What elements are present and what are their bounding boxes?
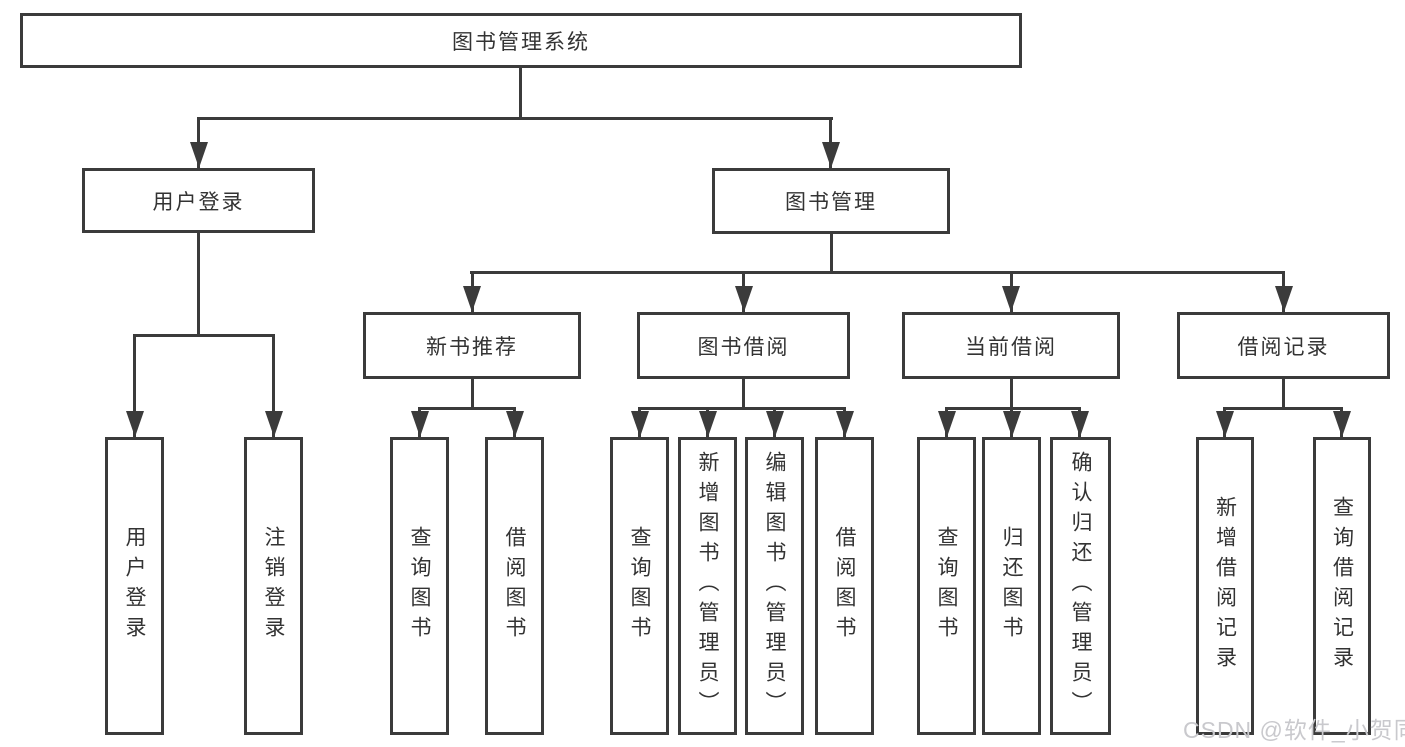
arrow-down-icon [734, 286, 753, 312]
connector-line [133, 334, 136, 437]
arrow-down-icon [1274, 286, 1293, 312]
node-borrowing-records: 借阅记录 [1177, 312, 1390, 379]
csdn-watermark: CSDN @软件_小贺同学 [1183, 717, 1405, 743]
arrow-down-icon [835, 411, 854, 437]
leaf-logout: 注销登录 [244, 437, 303, 735]
connector-line [418, 407, 516, 410]
arrow-down-icon [1002, 411, 1021, 437]
node-new-book-recommend: 新书推荐 [363, 312, 581, 379]
arrow-down-icon [410, 411, 429, 437]
leaf-borrow-books: 借阅图书 [815, 437, 874, 735]
leaf-add-borrow-record: 新增借阅记录 [1196, 437, 1254, 735]
leaf-borrow-books-recommend: 借阅图书 [485, 437, 544, 735]
arrow-down-icon [698, 411, 717, 437]
node-book-management: 图书管理 [712, 168, 950, 234]
arrow-down-icon [1070, 411, 1089, 437]
arrow-down-icon [765, 411, 784, 437]
connector-line [1223, 407, 1343, 410]
leaf-query-books-borrow: 查询图书 [610, 437, 669, 735]
node-root-library-system: 图书管理系统 [20, 13, 1022, 68]
leaf-edit-books-admin: 编辑图书（管理员） [745, 437, 804, 735]
connector-line [470, 271, 1285, 274]
leaf-query-borrow-record: 查询借阅记录 [1313, 437, 1371, 735]
connector-line [197, 117, 833, 120]
leaf-query-books-recommend: 查询图书 [390, 437, 449, 735]
connector-line [742, 379, 745, 410]
arrow-down-icon [821, 142, 840, 168]
arrow-down-icon [1215, 411, 1234, 437]
arrow-down-icon [189, 142, 208, 168]
leaf-user-login: 用户登录 [105, 437, 164, 735]
arrow-down-icon [630, 411, 649, 437]
arrow-down-icon [937, 411, 956, 437]
arrow-down-icon [264, 411, 283, 437]
leaf-query-books-current: 查询图书 [917, 437, 976, 735]
connector-line [945, 407, 1081, 410]
arrow-down-icon [1332, 411, 1351, 437]
node-user-login: 用户登录 [82, 168, 315, 233]
node-book-borrowing: 图书借阅 [637, 312, 850, 379]
arrow-down-icon [463, 286, 481, 312]
connector-line [519, 68, 522, 119]
leaf-add-books-admin: 新增图书（管理员） [678, 437, 737, 735]
connector-line [1282, 379, 1285, 410]
leaf-return-books: 归还图书 [982, 437, 1041, 735]
connector-line [638, 407, 846, 410]
arrow-down-icon [1002, 286, 1020, 312]
arrow-down-icon [505, 411, 524, 437]
connector-line [133, 334, 275, 337]
connector-line [829, 234, 833, 274]
connector-line [1009, 379, 1013, 410]
connector-line [197, 233, 200, 337]
connector-line [272, 334, 275, 437]
node-current-borrowing: 当前借阅 [902, 312, 1120, 379]
leaf-confirm-return-admin: 确认归还（管理员） [1050, 437, 1111, 735]
connector-line [470, 379, 474, 410]
arrow-down-icon [125, 411, 144, 437]
